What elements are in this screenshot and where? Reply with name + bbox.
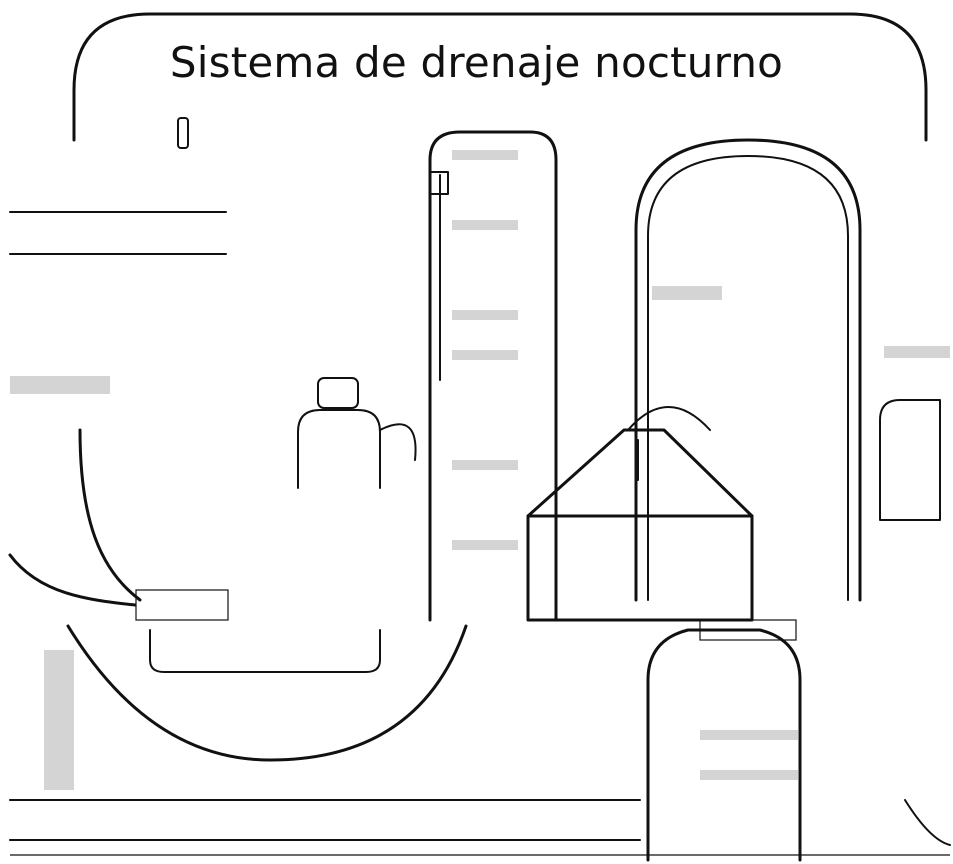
right-container-mark — [884, 346, 950, 358]
drainage-jug — [646, 628, 802, 862]
collection-bag-handle — [627, 406, 711, 431]
central-bag-mark-4 — [452, 350, 518, 360]
drain-tube-left — [8, 553, 137, 607]
diagram-title: Sistema de drenaje nocturno — [169, 38, 784, 87]
basin-inner — [149, 629, 381, 673]
central-bag-mark-2 — [452, 220, 518, 230]
basin-hatch — [135, 589, 229, 621]
frame-outline — [72, 12, 928, 142]
central-bag-mark-3 — [452, 310, 518, 320]
connector-bottle-body — [297, 409, 381, 489]
drainage-jug-mark-1 — [700, 730, 798, 740]
catheter-tube — [78, 428, 142, 602]
bed-rail-shadow — [10, 376, 110, 394]
drainage-jug-mark-2 — [700, 770, 798, 780]
basin-outline — [66, 624, 468, 762]
collection-bag-body — [526, 514, 754, 622]
drainage-jug-neck — [699, 619, 797, 641]
right-leg — [904, 799, 951, 846]
connector-bottle-cap — [317, 377, 359, 409]
central-bag-valve — [429, 171, 449, 195]
tube-clamp — [177, 117, 189, 149]
lower-left-bar — [44, 650, 74, 790]
collection-bag-top — [526, 428, 754, 518]
central-bag-mark-1 — [452, 150, 518, 160]
stand-arch-outer — [634, 138, 862, 602]
central-bag-mark-6 — [452, 540, 518, 550]
stand-arch-inner — [647, 155, 849, 601]
connector-handle — [379, 423, 417, 461]
central-bag-mark-5 — [452, 460, 518, 470]
stand-marker — [652, 286, 722, 300]
central-bag-outline — [428, 130, 558, 622]
right-container — [879, 399, 941, 521]
